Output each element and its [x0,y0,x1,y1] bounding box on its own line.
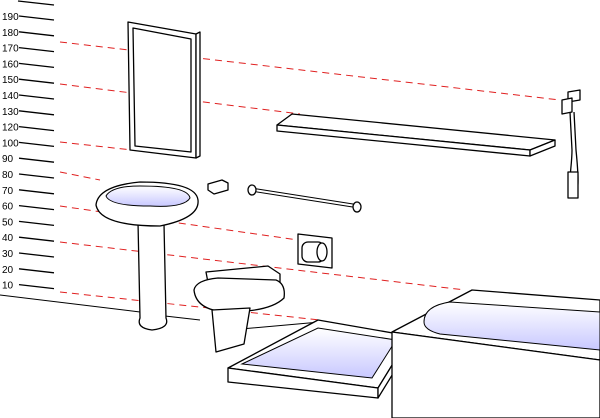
scale-label: 120 [2,123,19,134]
scale-label: 100 [2,138,19,149]
scale-label: 70 [2,186,14,197]
toilet-paper-holder [297,233,333,269]
scale-label: 40 [2,233,14,244]
guide-mirror [59,141,133,151]
scale-tick [18,236,55,242]
towel-bar [247,184,362,213]
guide-bathtub [59,241,466,291]
height-scale: 190 180 170 160 150 140 130 120 100 90 80 70 60 50 40 3… [2,0,55,292]
scale-label: 80 [2,170,14,181]
mirror [127,21,201,159]
scale-label: 130 [2,107,19,118]
scale-tick [17,0,55,6]
scale-label: 140 [2,91,19,102]
scale-label: 160 [2,59,19,70]
scale-tick [18,220,55,227]
scale-label: 20 [2,265,14,276]
scale-tick [18,46,55,53]
scale-label: 30 [2,249,14,260]
scale-tick [18,125,55,132]
scale-tick [18,252,55,258]
glass-shelf [276,113,556,157]
scale-label: 60 [2,202,14,213]
pedestal-sink [95,181,199,331]
scale-tick [18,110,55,116]
scale-label: 170 [2,44,19,55]
scale-tick [18,78,55,84]
guide-sink [59,171,101,181]
scale-tick [18,15,55,21]
scale-tick [18,173,55,179]
scale-tick [18,157,55,163]
scale-tick [18,283,55,290]
scale-label: 10 [2,281,14,292]
scale-label: 150 [2,75,19,86]
toilet [193,265,285,353]
scale-label: 90 [2,154,14,165]
scale-label: 190 [2,12,19,23]
hand-shower [561,89,581,199]
soap-dish [207,179,229,195]
scale-tick [18,204,55,211]
scale-tick [18,31,55,37]
scale-label: 180 [2,28,19,39]
scale-tick [18,94,55,100]
shower-tray [227,319,411,399]
scale-tick [18,268,55,274]
scale-label: 50 [2,217,14,228]
scale-tick [18,62,55,69]
guide-shower-tray [59,291,321,321]
bathtub [391,289,600,418]
scale-tick [18,141,55,148]
scale-tick [18,189,55,195]
